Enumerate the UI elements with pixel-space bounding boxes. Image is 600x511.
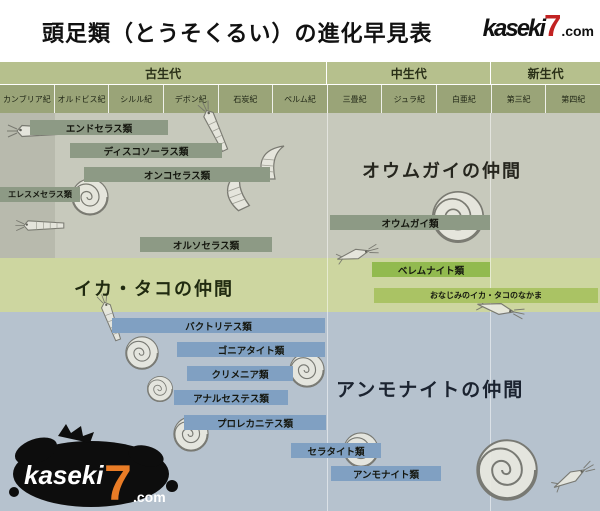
taxon-bar-orthoceras: オルソセラス類 — [140, 237, 272, 252]
clymenia-shell-illustration — [146, 375, 174, 403]
logo-seven-digit: 7 — [544, 8, 562, 43]
taxon-bar-clymenia: クリメニア類 — [187, 366, 293, 381]
taxon-bar-ceratites: セラタイト類 — [291, 443, 381, 458]
taxon-bar-ammonites: アンモナイト類 — [331, 466, 441, 481]
logo-domain-text: .com — [133, 489, 166, 505]
taxon-bar-ellesmeroceras: エレスメセラス類 — [0, 187, 80, 202]
logo-domain-text: .com — [561, 23, 594, 39]
ammonite-shell-illustration — [125, 336, 159, 370]
taxon-bar-goniatite: ゴニアタイト類 — [177, 342, 325, 357]
group-title-nautilus: オウムガイの仲間 — [362, 161, 522, 181]
orthocone-squid-illustration — [14, 219, 65, 232]
taxon-bar-modern-squid-octopus: おなじみのイカ・タコのなかま — [374, 288, 598, 303]
period-jurassic: ジュラ紀 — [382, 85, 438, 113]
taxon-bar-discosorida: ディスコソーラス類 — [70, 143, 222, 158]
page-title: 頭足類（とうそくるい）の進化早見表 — [42, 21, 433, 46]
logo-seven-digit: 7 — [104, 455, 132, 511]
group-title-squid-octopus: イカ・タコの仲間 — [74, 279, 234, 299]
titlebar: 頭足類（とうそくるい）の進化早見表 kaseki7.com — [0, 0, 600, 62]
period-quaternary: 第四紀 — [561, 94, 586, 104]
period-triassic: 三畳紀 — [328, 85, 383, 113]
period-permian: ペルム紀 — [273, 85, 328, 113]
logo-splat-graphic: kaseki 7 .com — [9, 424, 178, 511]
paleozoic-mesozoic-divider — [327, 113, 328, 511]
taxon-bar-anarcestes: アナルセステス類 — [174, 390, 288, 405]
era-cenozoic: 新生代 — [527, 66, 564, 81]
logo-brand-text: kaseki — [482, 15, 546, 42]
period-ordovician: オルドビス紀 — [55, 85, 110, 113]
cambrian-column-shade — [0, 113, 55, 258]
period-cambrian: カンブリア紀 — [0, 85, 55, 113]
kaseki7-logo-bottom: kaseki 7 .com — [6, 414, 181, 511]
period-cretaceous: 白亜紀 — [437, 85, 492, 113]
era-paleozoic: 古生代 — [0, 62, 328, 84]
mesozoic-cenozoic-divider — [490, 113, 491, 511]
era-mesozoic: 中生代 — [327, 62, 492, 84]
era-row: 古生代 中生代 新生代 — [0, 62, 600, 84]
taxon-bar-belemnite: ベレムナイト類 — [372, 262, 490, 277]
dinosaur-silhouette — [58, 424, 94, 443]
period-tertiary: 第三紀 — [492, 85, 547, 113]
logo-brand-text: kaseki — [24, 460, 104, 490]
taxon-bar-endoceras: エンドセラス類 — [30, 120, 168, 135]
kaseki7-logo-top: kaseki7.com — [483, 8, 594, 44]
period-devonian: デボン紀 — [164, 85, 219, 113]
group-title-ammonite: アンモナイトの仲間 — [336, 380, 525, 401]
taxon-bar-nautilus: オウムガイ類 — [330, 215, 490, 230]
large-ammonite-illustration — [476, 439, 538, 501]
taxon-bar-bactritida: バクトリテス類 — [112, 318, 325, 333]
taxon-bar-oncoceras: オンコセラス類 — [84, 167, 270, 182]
period-row: カンブリア紀 オルドビス紀 シルル紀 デボン紀 石炭紀 ペルム紀 三畳紀 ジュラ… — [0, 84, 600, 113]
period-silurian: シルル紀 — [109, 85, 164, 113]
squid-octopus-band — [0, 258, 600, 312]
period-carboniferous: 石炭紀 — [219, 85, 274, 113]
taxon-bar-prolecanites: プロレカニテス類 — [184, 415, 326, 430]
